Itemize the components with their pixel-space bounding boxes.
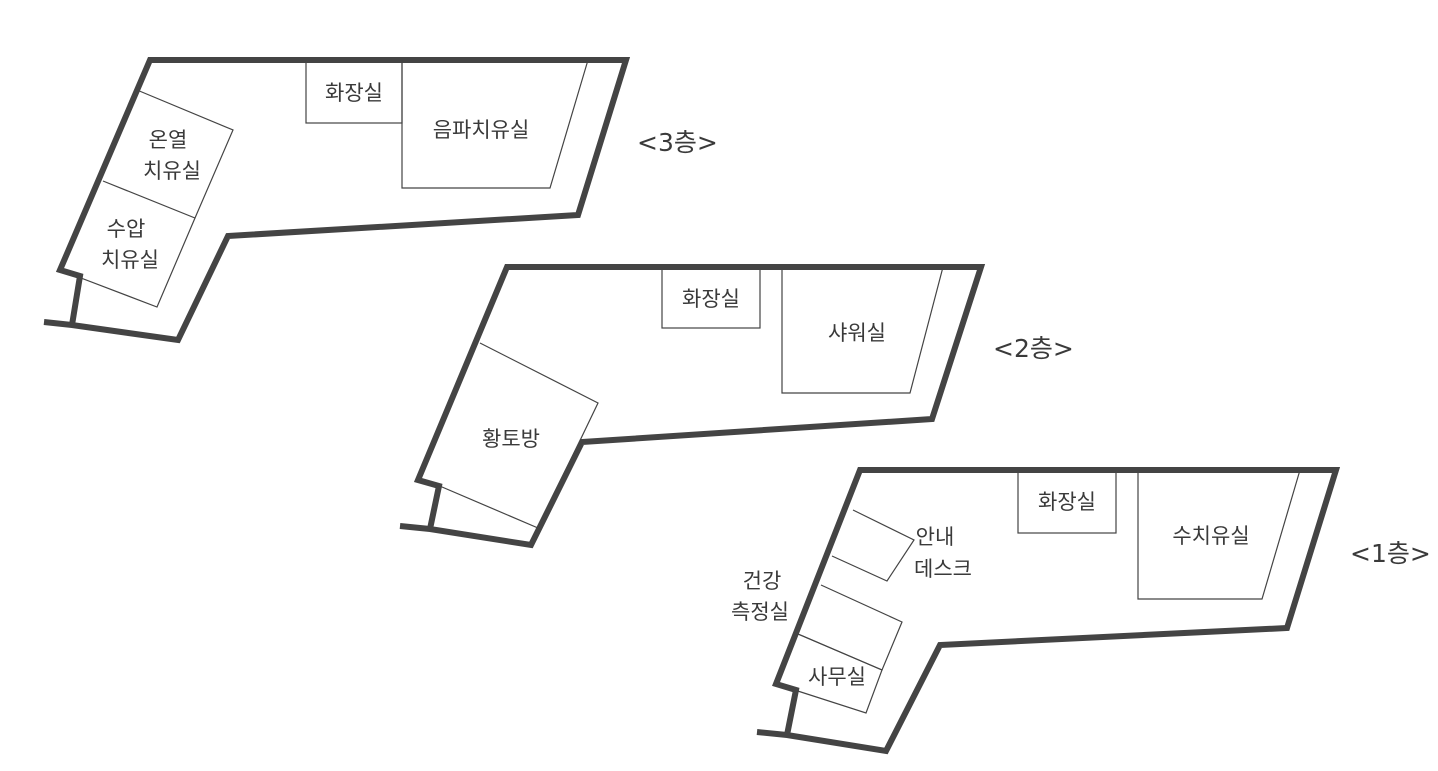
floor-3-sound-therapy-room [401,59,589,189]
floor-3-thermal-label-line2: 치유실 [143,159,201,183]
floor-1-desk-label-line2: 데스크 [914,557,972,581]
floor-2-clay-room-label: 황토방 [482,427,540,451]
floor-3-outer-wall [43,57,631,344]
floor-2: 화장실 샤워실 황토방 <2층> [399,264,1074,549]
floor-3-pressure-room [59,217,196,308]
floor-1-health-label-line2: 측정실 [731,600,789,624]
floor-3-toilet-label: 화장실 [325,81,383,105]
floor-1-hydrotherapy-label: 수치유실 [1172,524,1249,548]
floor-1: 화장실 수치유실 안내 데스크 건강 측정실 사무실 <1층> [731,467,1431,755]
floor-1-toilet-room [1017,469,1117,534]
floor-1-office-label: 사무실 [808,665,866,689]
floor-1-desk-label-line1: 안내 [916,525,955,549]
floor-1-health-room [797,584,903,671]
floor-2-level-label: <2층> [993,334,1074,363]
floor-2-shower-label: 샤워실 [828,321,886,345]
floor-3-thermal-label-line1: 온열 [149,128,188,152]
floor-1-hydrotherapy-room [1137,469,1301,600]
floor-2-outer-wall [399,264,986,549]
floor-1-level-label: <1층> [1350,539,1431,568]
floor-1-info-desk [831,509,915,582]
floor-2-clay-room [427,342,599,529]
floor-3-level-label: <3층> [637,128,718,157]
floor-3: 화장실 음파치유실 온열 치유실 수압 치유실 <3층> [43,57,718,344]
floor-1-office-room [775,633,883,714]
floor-2-toilet-label: 화장실 [682,287,740,311]
floor-2-shower-room [781,266,944,394]
floor-3-thermal-room [102,89,234,219]
floor-3-pressure-label-line2: 치유실 [101,248,159,272]
floor-3-pressure-label-line1: 수압 [107,217,146,241]
floor-1-health-label-line1: 건강 [743,569,782,593]
floor-1-toilet-label: 화장실 [1038,490,1096,514]
floor-2-toilet-room [661,266,761,329]
floor-3-sound-therapy-label: 음파치유실 [433,118,530,142]
